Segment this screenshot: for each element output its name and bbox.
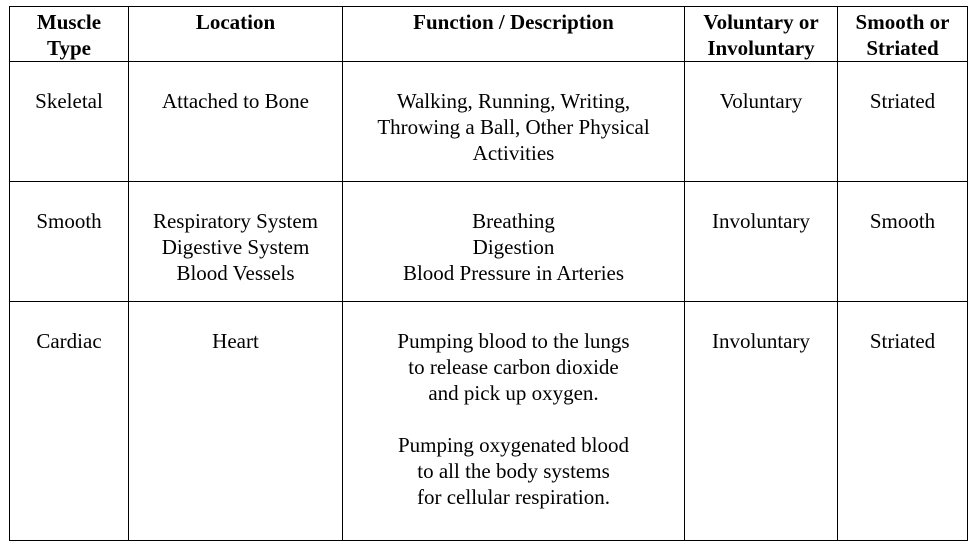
cell-function: Pumping blood to the lungs to release ca…	[342, 301, 685, 541]
cell-striation: Striated	[837, 301, 968, 541]
cell-text: Walking, Running, Writing,	[396, 89, 631, 113]
cell-text: Smooth	[869, 209, 936, 233]
cell-text: Involuntary	[712, 329, 810, 353]
header-text: Location	[195, 10, 276, 34]
cell-text: Throwing a Ball, Other Physical	[377, 115, 650, 139]
cell-striation: Smooth	[837, 181, 968, 302]
cell-text: Pumping blood to the lungs	[397, 329, 630, 353]
cell-text: to all the body systems	[417, 459, 610, 483]
muscle-types-table: Muscle Type Location Function / Descript…	[9, 6, 968, 541]
cell-text: Digestion	[472, 235, 555, 259]
table-row: Smooth Respiratory System Digestive Syst…	[9, 181, 968, 302]
cell-muscle-type: Skeletal	[9, 61, 129, 182]
cell-text: Striated	[869, 89, 936, 113]
header-text: Function / Description	[413, 10, 614, 34]
cell-muscle-type: Smooth	[9, 181, 129, 302]
header-row: Muscle Type Location Function / Descript…	[9, 6, 968, 62]
cell-striation: Striated	[837, 61, 968, 182]
header-muscle-type: Muscle Type	[9, 6, 129, 62]
cell-location: Attached to Bone	[128, 61, 343, 182]
header-text: Striated	[866, 36, 939, 60]
cell-voluntary: Voluntary	[684, 61, 838, 182]
header-function: Function / Description	[342, 6, 685, 62]
cell-text: Activities	[472, 141, 555, 165]
cell-text: Pumping oxygenated blood	[398, 433, 629, 457]
cell-location: Respiratory System Digestive System Bloo…	[128, 181, 343, 302]
cell-text: Attached to Bone	[162, 89, 309, 113]
cell-function: Walking, Running, Writing, Throwing a Ba…	[342, 61, 685, 182]
header-text: Involuntary	[707, 36, 815, 60]
cell-text: Voluntary	[719, 89, 803, 113]
header-text: Muscle	[36, 10, 102, 34]
cell-text: to release carbon dioxide	[408, 355, 619, 379]
header-voluntary: Voluntary or Involuntary	[684, 6, 838, 62]
header-text: Smooth or	[855, 10, 950, 34]
cell-text: Cardiac	[36, 329, 102, 353]
table-row: Cardiac Heart Pumping blood to the lungs…	[9, 301, 968, 541]
cell-text: Heart	[212, 329, 259, 353]
cell-function: Breathing Digestion Blood Pressure in Ar…	[342, 181, 685, 302]
header-text: Type	[47, 36, 91, 60]
cell-voluntary: Involuntary	[684, 181, 838, 302]
header-text: Voluntary or	[703, 10, 819, 34]
cell-text: Breathing	[472, 209, 555, 233]
paragraph-gap	[343, 406, 684, 432]
cell-text: Smooth	[36, 209, 102, 233]
cell-text: Blood Pressure in Arteries	[402, 261, 625, 285]
table-row: Skeletal Attached to Bone Walking, Runni…	[9, 61, 968, 182]
cell-text: and pick up oxygen.	[428, 381, 599, 405]
cell-text: Respiratory System	[152, 209, 319, 233]
cell-muscle-type: Cardiac	[9, 301, 129, 541]
cell-text: Digestive System	[161, 235, 310, 259]
cell-text: Blood Vessels	[176, 261, 295, 285]
cell-text: Involuntary	[712, 209, 810, 233]
header-location: Location	[128, 6, 343, 62]
cell-location: Heart	[128, 301, 343, 541]
cell-text: for cellular respiration.	[417, 485, 610, 509]
cell-text: Striated	[869, 329, 936, 353]
header-striation: Smooth or Striated	[837, 6, 968, 62]
cell-voluntary: Involuntary	[684, 301, 838, 541]
cell-text: Skeletal	[35, 89, 103, 113]
